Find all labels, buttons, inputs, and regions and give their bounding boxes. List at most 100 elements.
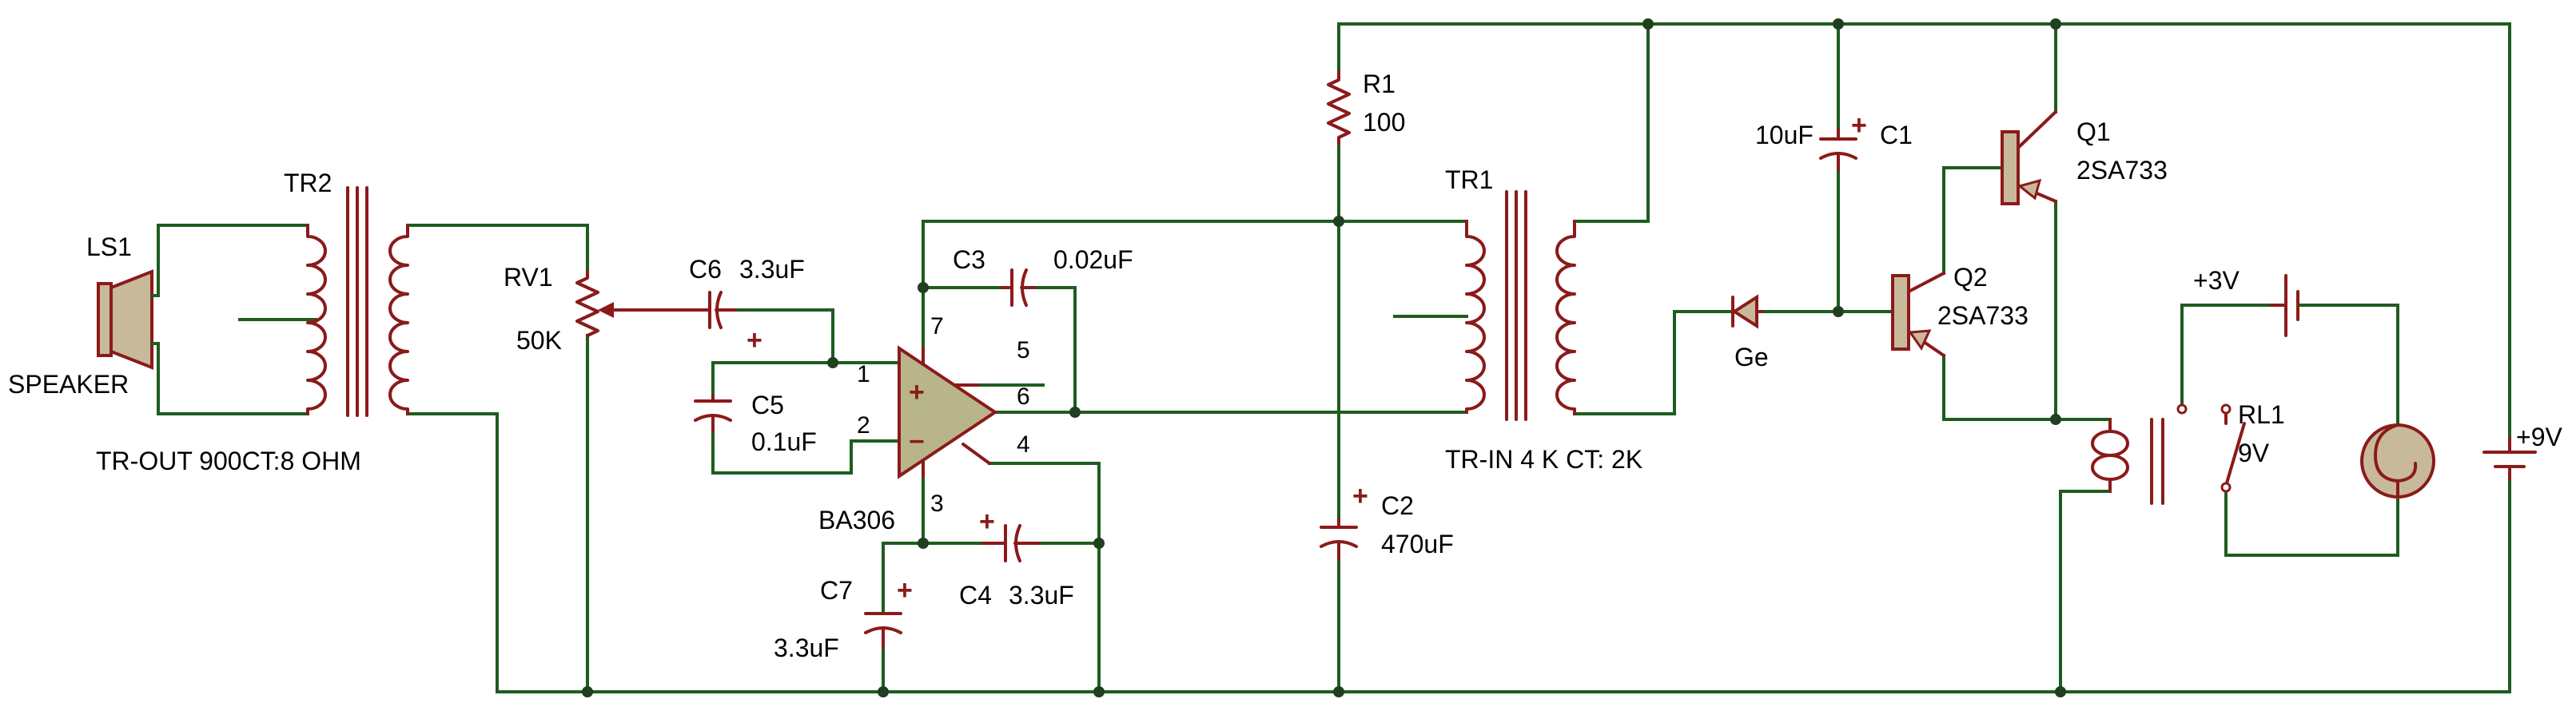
c2-value: 470uF (1381, 530, 1454, 558)
capacitor-c3 (1001, 268, 1036, 307)
diode-body (1731, 294, 1758, 329)
wire-c3-right (1033, 286, 1077, 414)
pin-7-label: 7 (930, 313, 944, 340)
rl1-value: 9V (2238, 439, 2270, 467)
c3-label: C3 (953, 245, 985, 274)
junction (1333, 216, 1344, 227)
junction (827, 357, 838, 368)
c3-value: 0.02uF (1053, 245, 1133, 274)
junction (1093, 538, 1105, 549)
junction (1642, 18, 1654, 30)
c6-label: C6 (689, 255, 722, 284)
junction (582, 686, 593, 697)
tr2-secondary-coil (388, 224, 409, 415)
c1-label: C1 (1880, 121, 1913, 149)
wire-tr2-sec-bottom (406, 412, 499, 693)
junctions (582, 18, 2066, 697)
pin-2-label: 2 (857, 412, 870, 439)
wire-3v-left (2180, 304, 2273, 409)
junction (1069, 407, 1081, 418)
wire-tr2-sec-top (406, 224, 589, 273)
junction (2050, 18, 2061, 30)
opamp-minus: − (909, 427, 925, 457)
battery-3v (2270, 274, 2299, 337)
c7-value: 3.3uF (774, 634, 839, 662)
ic-ba306 (898, 345, 998, 479)
pin-5-label: 5 (1017, 337, 1030, 363)
battery-9v (2482, 436, 2537, 481)
resistor-r1 (1327, 70, 1351, 145)
c4-value: 3.3uF (1009, 581, 1074, 610)
c4-polarity: + (979, 506, 995, 537)
c1-value: 10uF (1755, 121, 1814, 149)
ic-label: BA306 (818, 506, 895, 534)
relay-contact-no (2176, 403, 2188, 415)
tr2-primary-coil (306, 224, 327, 415)
rv1-value: 50K (516, 326, 562, 355)
r1-zigzag (1327, 70, 1351, 145)
wire-pin7-rail (922, 220, 1340, 350)
wire-lamp-relay (2224, 486, 2399, 557)
junction (878, 686, 889, 697)
junction (1833, 18, 1844, 30)
q1-base-bar (2001, 130, 2020, 205)
diode-ge (1731, 294, 1764, 329)
rv1-wiper-arrow (598, 302, 614, 318)
speaker-magnet (97, 282, 113, 357)
rv1-resistor (575, 270, 599, 337)
tr1-secondary-coil (1555, 220, 1576, 415)
capacitor-c6 (687, 291, 737, 329)
diode-label: Ge (1734, 343, 1769, 371)
c4-label: C4 (959, 581, 992, 610)
pin-1-label: 1 (857, 361, 870, 387)
pin-6-label: 6 (1017, 383, 1030, 410)
junction (2055, 686, 2066, 697)
opamp-body (898, 345, 998, 479)
wire-q2-emitter (1942, 354, 2112, 421)
wire-pin1 (711, 361, 901, 391)
wire-relay-coil-bottom (2059, 490, 2112, 693)
c6-value: 3.3uF (739, 255, 805, 284)
junction (1833, 306, 1844, 317)
relay-coil (2091, 418, 2112, 493)
c7-label: C7 (820, 576, 853, 605)
speaker-label: SPEAKER (8, 370, 129, 399)
q2-emitter-arrow (1908, 329, 1932, 352)
speaker-ls1 (97, 269, 160, 370)
q2-value: 2SA733 (1937, 301, 2029, 330)
wire-speaker-top (157, 224, 309, 297)
relay-contact-common (2220, 403, 2232, 415)
q1-emitter-arrow (2017, 178, 2042, 201)
wire-tr1-sec-top (1573, 22, 1650, 223)
capacitor-c2 (1320, 518, 1358, 561)
lamp-filament (2374, 423, 2418, 483)
rv1-label: RV1 (504, 263, 553, 292)
tr1-spec-label: TR-IN 4 K CT: 2K (1445, 445, 1642, 474)
rl1-label: RL1 (2238, 400, 2285, 429)
tr1-primary-coil (1465, 220, 1486, 414)
c2-polarity: + (1352, 481, 1368, 511)
q1-label: Q1 (2076, 117, 2111, 146)
pin-4-label: 4 (1017, 431, 1030, 458)
c7-polarity: + (897, 575, 913, 606)
q1-value: 2SA733 (2076, 156, 2168, 185)
ls1-label: LS1 (86, 232, 132, 261)
wire-c5-pin2 (711, 430, 901, 475)
q2-label: Q2 (1953, 263, 1988, 292)
capacitor-c5 (694, 395, 732, 433)
lamp (2360, 423, 2435, 499)
opamp-pin4-stub (962, 443, 991, 465)
capacitor-c4 (981, 524, 1041, 562)
c6-polarity: + (747, 325, 762, 356)
junction (1093, 686, 1105, 697)
opamp-plus: + (909, 377, 925, 407)
capacitor-c1 (1819, 128, 1857, 171)
transistor-q2 (1891, 272, 1945, 357)
junction (2050, 414, 2061, 425)
wire-tr1-sec-bottom (1573, 310, 1736, 415)
junction (918, 282, 929, 293)
wire-top-rail (1337, 22, 2511, 439)
supply-3v-label: +3V (2193, 266, 2240, 295)
pin-3-label: 3 (930, 491, 944, 517)
